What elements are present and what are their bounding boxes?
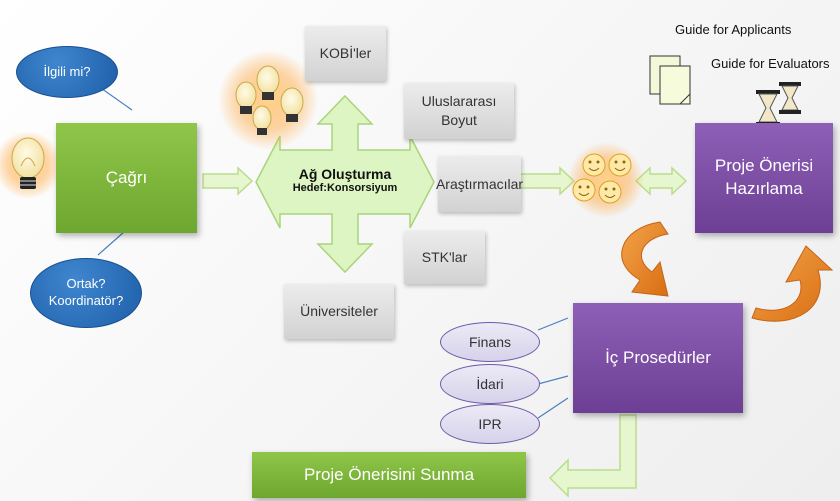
proje-hazirlama-box: Proje Önerisi Hazırlama (695, 123, 833, 233)
kobi-box: KOBİ'ler (305, 26, 386, 81)
stk-box: STK'lar (404, 231, 485, 284)
network-subtitle: Hedef:Konsorsiyum (292, 182, 398, 194)
ipr-oval: IPR (440, 404, 540, 444)
ortak-label: Ortak? Koordinatör? (48, 276, 124, 308)
finans-oval: Finans (440, 322, 540, 362)
arastirmacilar-label: Araştırmacılar (435, 175, 524, 192)
smiley-group-icon (572, 153, 632, 204)
flow-arrows (202, 166, 688, 498)
universiteler-box: Üniversiteler (284, 284, 394, 339)
network-cross-arrow (255, 94, 435, 274)
ic-prosedurler-box: İç Prosedürler (573, 303, 743, 413)
ilgili-label: İlgili mi? (43, 63, 91, 79)
idari-oval: İdari (440, 364, 540, 404)
guide-applicants-label: Guide for Applicants (675, 22, 792, 37)
lightbulb-icon (11, 137, 45, 189)
uluslararasi-box: Uluslararası Boyut (404, 83, 514, 139)
lightbulb-group-icon (235, 65, 304, 135)
cagri-label: Çağrı (105, 168, 148, 187)
ipr-label: IPR (478, 416, 502, 432)
idari-label: İdari (476, 376, 504, 392)
hourglass-icon (756, 82, 801, 126)
ortak-oval: Ortak? Koordinatör? (30, 258, 142, 328)
sunma-label: Proje Önerisini Sunma (303, 465, 475, 484)
cycle-arrows (621, 221, 834, 322)
sunma-box: Proje Önerisini Sunma (252, 452, 526, 498)
finans-label: Finans (468, 334, 512, 350)
ilgili-oval: İlgili mi? (16, 46, 118, 98)
network-center-label: Ağ Oluşturma Hedef:Konsorsiyum (280, 166, 410, 194)
network-title: Ağ Oluşturma (298, 166, 392, 182)
cagri-box: Çağrı (56, 123, 197, 233)
universiteler-label: Üniversiteler (300, 303, 378, 320)
document-stack-icon (649, 55, 691, 105)
connector-lines (97, 85, 569, 419)
stk-label: STK'lar (421, 249, 468, 266)
guide-evaluators-label: Guide for Evaluators (711, 56, 830, 71)
arastirmacilar-box: Araştırmacılar (435, 156, 524, 212)
ic-prosedurler-label: İç Prosedürler (605, 347, 711, 367)
kobi-label: KOBİ'ler (319, 45, 372, 62)
uluslararasi-label: Uluslararası Boyut (421, 93, 497, 128)
proje-hazirlama-label: Proje Önerisi Hazırlama (714, 156, 814, 198)
